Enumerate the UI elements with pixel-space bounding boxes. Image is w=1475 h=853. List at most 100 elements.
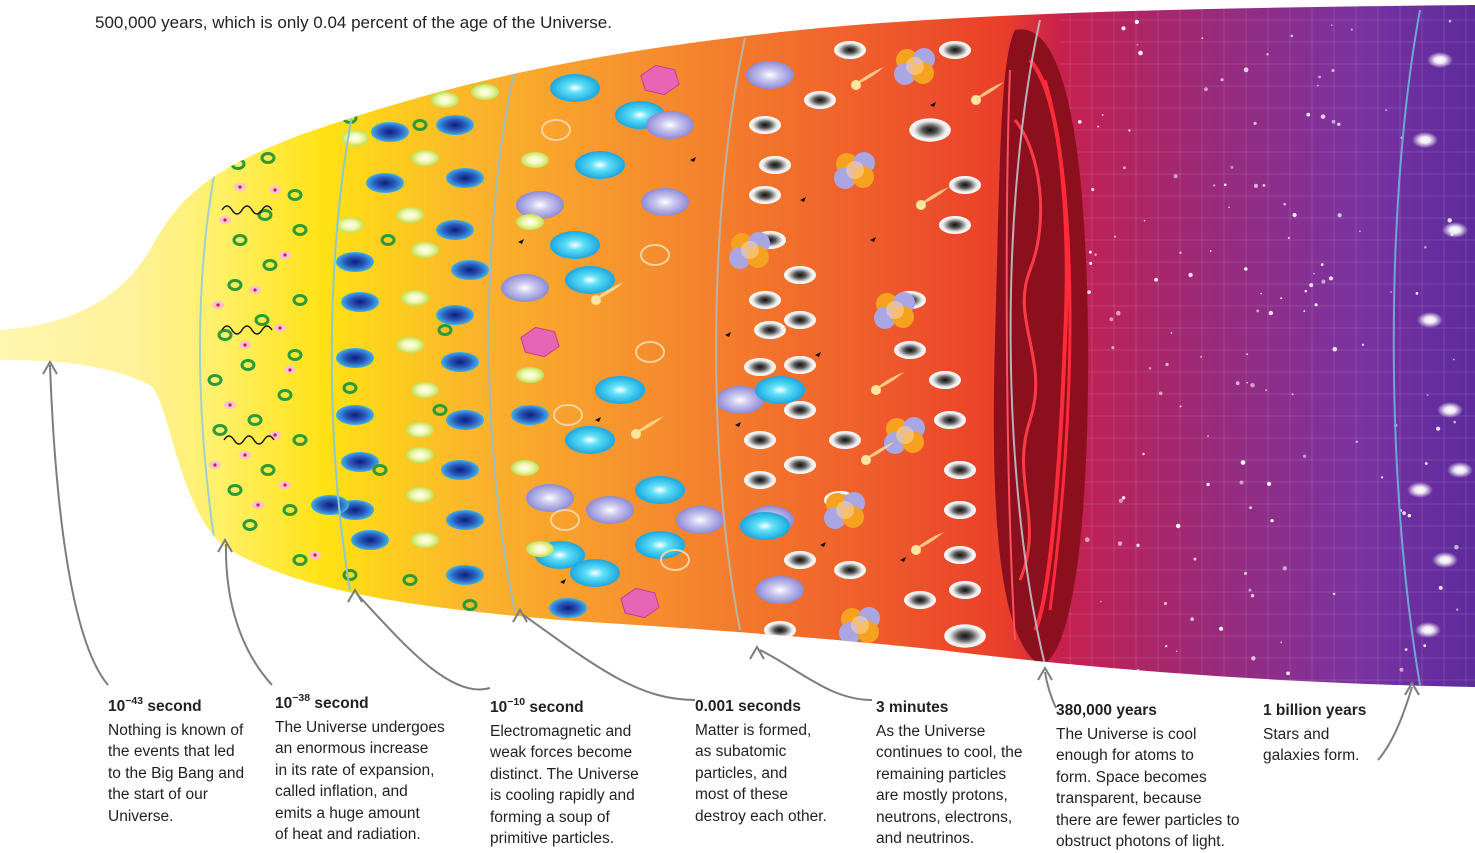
navy-particle — [351, 530, 389, 550]
navy-particle — [446, 168, 484, 188]
star — [1094, 254, 1096, 256]
lavender-particle — [526, 484, 574, 512]
lavender-particle — [641, 188, 689, 216]
grey-particle — [829, 431, 861, 449]
star — [1159, 391, 1163, 395]
galaxy — [1407, 482, 1433, 498]
lime-particle — [516, 367, 544, 383]
navy-particle — [336, 405, 374, 425]
lime-particle — [336, 217, 364, 233]
star — [1179, 251, 1182, 254]
navy-particle — [341, 292, 379, 312]
star — [1332, 120, 1336, 124]
star — [1165, 645, 1167, 647]
navy-particle — [436, 305, 474, 325]
star — [1200, 356, 1202, 358]
lime-particle — [411, 532, 439, 548]
navy-particle — [446, 510, 484, 530]
grey-particle — [749, 291, 781, 309]
lavender-particle — [586, 496, 634, 524]
star — [1405, 648, 1408, 651]
lime-particle — [401, 290, 429, 306]
star — [1291, 35, 1294, 38]
stage-description: The Universe undergoes an enormous incre… — [275, 717, 445, 846]
lime-particle — [471, 84, 499, 100]
stage-caption: 1 billion years Stars and galaxies form. — [1263, 700, 1366, 767]
star — [1390, 291, 1392, 293]
stage-caption: 0.001 seconds Matter is formed, as subat… — [695, 696, 827, 827]
lavender-particle — [756, 576, 804, 604]
star — [1333, 347, 1338, 352]
star — [1266, 53, 1268, 55]
star — [1240, 481, 1244, 485]
star — [1454, 545, 1459, 550]
grey-particle — [749, 186, 781, 204]
star — [1283, 566, 1287, 570]
star — [1251, 656, 1255, 660]
navy-particle — [451, 260, 489, 280]
star — [1249, 506, 1252, 509]
stage-time: 10−10 second — [490, 697, 639, 721]
stage-description: Matter is formed, as subatomic particles… — [695, 720, 827, 828]
blue-particle — [570, 559, 620, 587]
navy-particle — [511, 405, 549, 425]
blue-particle — [565, 426, 615, 454]
galaxy — [1447, 462, 1473, 478]
stage-time: 3 minutes — [876, 697, 1023, 721]
grey-particle — [804, 91, 836, 109]
star — [1136, 544, 1139, 547]
star — [1402, 511, 1406, 515]
blue-particle — [635, 476, 685, 504]
stage-time: 10−43 second — [108, 696, 244, 720]
star — [1114, 236, 1116, 238]
star — [1439, 586, 1443, 590]
star — [1128, 129, 1130, 131]
stage-description: Electromagnetic and weak forces become d… — [490, 721, 639, 850]
star — [1453, 359, 1455, 361]
grey-particle — [784, 456, 816, 474]
star — [1176, 650, 1178, 652]
lime-particle — [406, 447, 434, 463]
star — [1456, 608, 1458, 610]
star — [1246, 353, 1248, 355]
star — [1329, 276, 1333, 280]
star — [1425, 462, 1428, 465]
navy-particle — [446, 410, 484, 430]
stage-caption: 380,000 years The Universe is cool enoug… — [1056, 700, 1240, 853]
lime-particle — [516, 214, 544, 230]
star — [1121, 26, 1125, 30]
star — [1338, 213, 1342, 217]
star — [1085, 537, 1090, 542]
star — [1244, 67, 1249, 72]
lavender-particle — [676, 506, 724, 534]
lavender-particle — [746, 61, 794, 89]
star — [1149, 367, 1152, 370]
lime-particle — [406, 487, 434, 503]
grey-particle — [744, 431, 776, 449]
star — [1448, 218, 1452, 222]
universe-body — [0, 0, 1475, 700]
star — [1292, 393, 1294, 395]
star — [1304, 290, 1307, 293]
star — [1219, 627, 1223, 631]
star — [1118, 541, 1122, 545]
star — [1244, 572, 1247, 575]
star — [1351, 29, 1353, 31]
blue-particle — [635, 531, 685, 559]
lavender-particle — [646, 111, 694, 139]
star — [1280, 642, 1282, 644]
grey-particle — [754, 321, 786, 339]
star — [1250, 383, 1254, 387]
star — [1091, 188, 1094, 191]
grey-particle — [944, 546, 976, 564]
star — [1154, 278, 1158, 282]
grey-particle — [939, 216, 971, 234]
grey-particle — [904, 591, 936, 609]
star — [1109, 317, 1113, 321]
star — [1089, 251, 1092, 254]
star — [1292, 213, 1296, 217]
pointer-line — [1378, 687, 1412, 760]
navy-particle — [336, 348, 374, 368]
lime-particle — [411, 382, 439, 398]
star — [1213, 184, 1215, 186]
